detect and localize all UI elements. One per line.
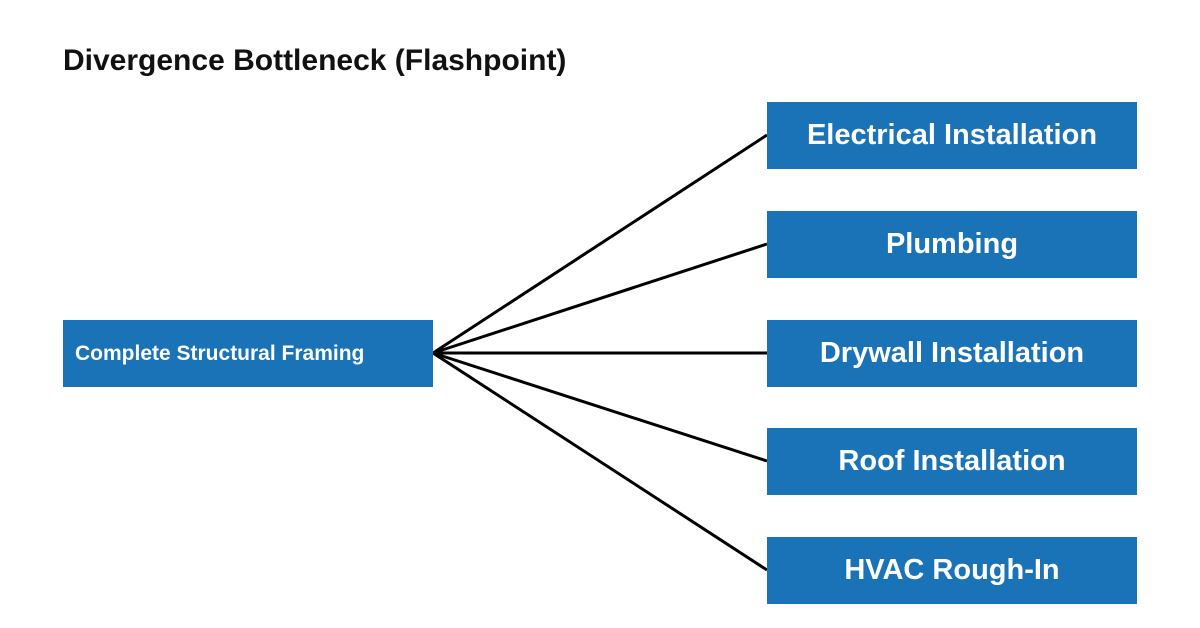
connector-electrical-installation <box>432 133 768 355</box>
source-node-complete-structural-framing: Complete Structural Framing <box>63 320 433 387</box>
connector-roof-installation <box>432 351 768 463</box>
target-node-electrical-installation: Electrical Installation <box>767 102 1137 169</box>
target-node-roof-installation: Roof Installation <box>767 428 1137 495</box>
diagram-title: Divergence Bottleneck (Flashpoint) <box>63 44 567 77</box>
target-node-hvac-rough-in: HVAC Rough-In <box>767 537 1137 604</box>
connector-hvac-rough-in <box>432 351 768 572</box>
target-node-plumbing: Plumbing <box>767 211 1137 278</box>
connector-plumbing <box>432 242 768 355</box>
target-node-drywall-installation: Drywall Installation <box>767 320 1137 387</box>
